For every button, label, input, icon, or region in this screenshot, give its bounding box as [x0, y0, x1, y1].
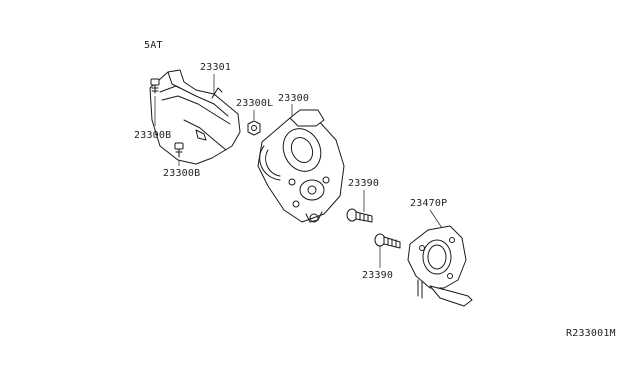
starter-motor-part[interactable]	[257, 109, 345, 223]
part-number-mount-bolt-lower[interactable]: 23390	[362, 270, 394, 281]
bolt-upper-part[interactable]	[150, 78, 160, 94]
part-number-nut[interactable]: 23300L	[236, 98, 274, 109]
bracket-part[interactable]	[407, 225, 473, 307]
heat-shield-part[interactable]	[149, 69, 241, 165]
part-number-bolt-upper[interactable]: 23300B	[134, 130, 172, 141]
part-number-mount-bolt-upper[interactable]: 23390	[348, 178, 380, 189]
nut-part[interactable]	[247, 120, 261, 136]
bolt-lower-part[interactable]	[174, 142, 184, 158]
part-number-starter-motor[interactable]: 23300	[278, 93, 310, 104]
mount-bolt-upper-part[interactable]	[346, 208, 373, 223]
part-number-bracket[interactable]: 23470P	[410, 198, 448, 209]
diagram-code: R233001M	[566, 328, 616, 339]
part-number-heat-shield[interactable]: 23301	[200, 62, 232, 73]
part-number-bolt-lower[interactable]: 23300B	[163, 168, 201, 179]
leader-lines	[154, 74, 443, 268]
mount-bolt-lower-part[interactable]	[374, 233, 401, 249]
variant-label: 5AT	[144, 40, 163, 51]
